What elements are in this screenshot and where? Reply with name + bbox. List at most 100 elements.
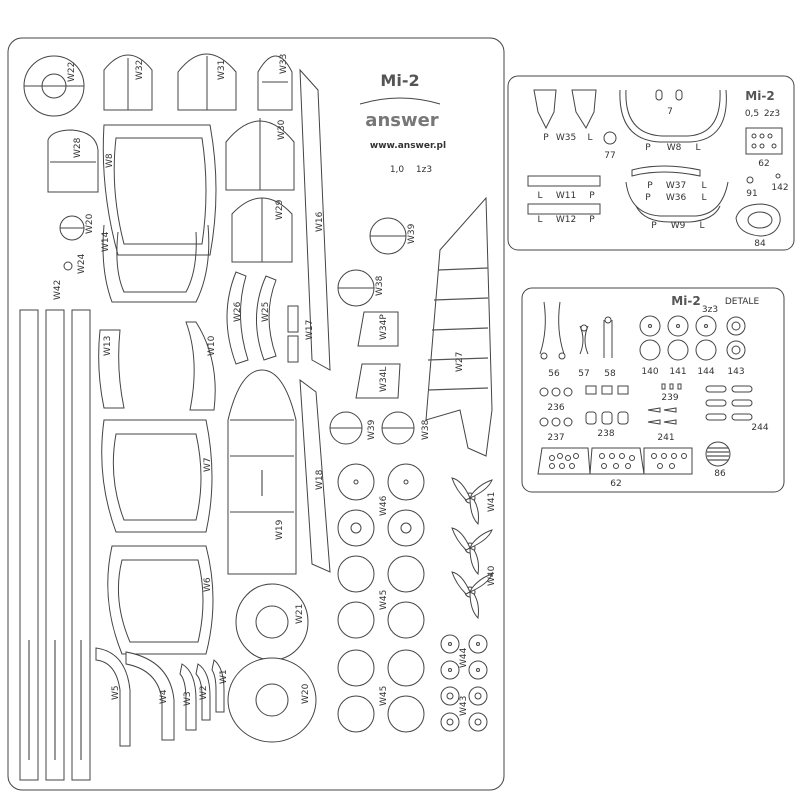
part-w12: L W12 P [527, 203, 601, 225]
part-w39b: W39 [329, 411, 377, 445]
label-w10: W10 [207, 335, 217, 356]
part-w45: W45 [337, 555, 425, 639]
label-w34p: W34P [379, 314, 389, 340]
label-w43: W43 [459, 696, 469, 716]
part-w35: P W35 L [533, 89, 597, 143]
part-w39: W39 [369, 217, 417, 255]
part-label: P [651, 221, 657, 231]
part-236: 236 [539, 387, 573, 413]
part-w25: W25 [256, 275, 277, 361]
part-w8: W8 [102, 124, 217, 256]
part-label: W11 [556, 191, 576, 201]
part-w29: W29 [231, 197, 293, 263]
part-label: W36 [666, 193, 687, 203]
part-label: 57 [578, 369, 589, 379]
part-w2: W2 [195, 663, 211, 721]
label-w24: W24 [77, 253, 87, 274]
label-w3: W3 [183, 691, 193, 706]
part-77: 77 [603, 131, 617, 161]
part-w33: W33 [257, 54, 293, 111]
part-w11: L W11 P [527, 175, 601, 201]
label-w40: W40 [487, 565, 497, 586]
part-label: L [537, 191, 542, 201]
part-239: 239 [661, 383, 682, 403]
part-241: 241 [647, 407, 677, 443]
label-w42: W42 [53, 280, 63, 300]
detail-fret-outline [521, 287, 785, 493]
part-label: 144 [697, 367, 714, 377]
part-label: P [589, 215, 595, 225]
part-56: 56 [539, 301, 566, 379]
part-w8-frame: P W8 L [619, 89, 727, 153]
part-label: P [543, 133, 549, 143]
scale-text: 1z3 [416, 165, 432, 175]
part-label: P [645, 143, 651, 153]
part-57: 57 [578, 324, 590, 379]
part-w20-ring: W20 [227, 657, 317, 743]
part-w42: W42 [19, 280, 91, 781]
part-label: 56 [548, 369, 560, 379]
part-144: 144 [695, 315, 717, 377]
part-w37: P W37 L [631, 165, 707, 191]
label-w28: W28 [73, 137, 83, 158]
part-label: 142 [771, 183, 788, 193]
label-w17: W17 [305, 320, 315, 340]
label-w41: W41 [487, 492, 497, 512]
label-w14: W14 [101, 231, 111, 252]
part-label: L [701, 181, 706, 191]
part-w1: W1 [211, 659, 229, 713]
part-62-instrument-panels: 62 [537, 447, 693, 489]
part-w5: W5 [95, 647, 131, 747]
part-86-grille: 86 [705, 441, 731, 479]
brand-logo: answer [365, 110, 439, 131]
part-w16: W16 [299, 68, 331, 371]
part-w44: W44 [440, 634, 488, 680]
part-label: W8 [667, 143, 682, 153]
label-w44: W44 [459, 647, 469, 668]
part-w43: W43 [440, 686, 488, 732]
label-w7: W7 [203, 457, 213, 472]
part-7: 7 [655, 89, 683, 117]
detail-subtitle: DETALE [725, 297, 760, 307]
part-label: 141 [669, 367, 686, 377]
label-w29: W29 [275, 199, 285, 220]
label-w34l: W34L [379, 367, 389, 392]
part-label: L [701, 193, 706, 203]
top-right-thickness: 0,5 [745, 109, 759, 119]
label-w20: W20 [85, 213, 95, 234]
part-w38: W38 [337, 269, 385, 307]
part-label: 7 [667, 107, 673, 117]
part-w46: W46 [337, 463, 425, 547]
part-w45b: W45 [337, 649, 425, 733]
label-w25: W25 [261, 302, 271, 322]
label-w8: W8 [105, 153, 115, 168]
part-w14: W14 [101, 224, 210, 303]
detail-title: Mi-2 [671, 294, 700, 308]
label-w32: W32 [135, 60, 145, 80]
part-w18: W18 [299, 378, 331, 573]
part-label: 143 [727, 367, 744, 377]
label-w38: W38 [375, 275, 385, 296]
part-label: P [589, 191, 595, 201]
part-label: W35 [556, 133, 576, 143]
main-title: Mi-2 [380, 71, 419, 90]
part-w38b: W38 [381, 411, 431, 445]
part-w17: W17 [287, 305, 315, 363]
part-label: 236 [547, 403, 564, 413]
part-label: 62 [758, 159, 769, 169]
part-label: 77 [604, 151, 615, 161]
detail-scale: 3z3 [702, 305, 718, 315]
part-label: W37 [666, 181, 686, 191]
part-label: 62 [610, 479, 621, 489]
label-w6: W6 [203, 577, 213, 592]
part-w4: W4 [125, 651, 175, 741]
top-right-fret: Mi-2 0,5 2z3 P W35 L 77 7 P W8 L [507, 75, 795, 251]
part-label: 237 [547, 433, 564, 443]
part-w20-small: W20 [59, 213, 95, 241]
label-w21: W21 [295, 604, 305, 624]
part-62-panel: 62 [745, 127, 783, 169]
part-w10: W10 [185, 321, 217, 411]
part-label: 84 [754, 239, 766, 249]
part-label: L [587, 133, 592, 143]
part-w21: W21 [235, 583, 309, 661]
